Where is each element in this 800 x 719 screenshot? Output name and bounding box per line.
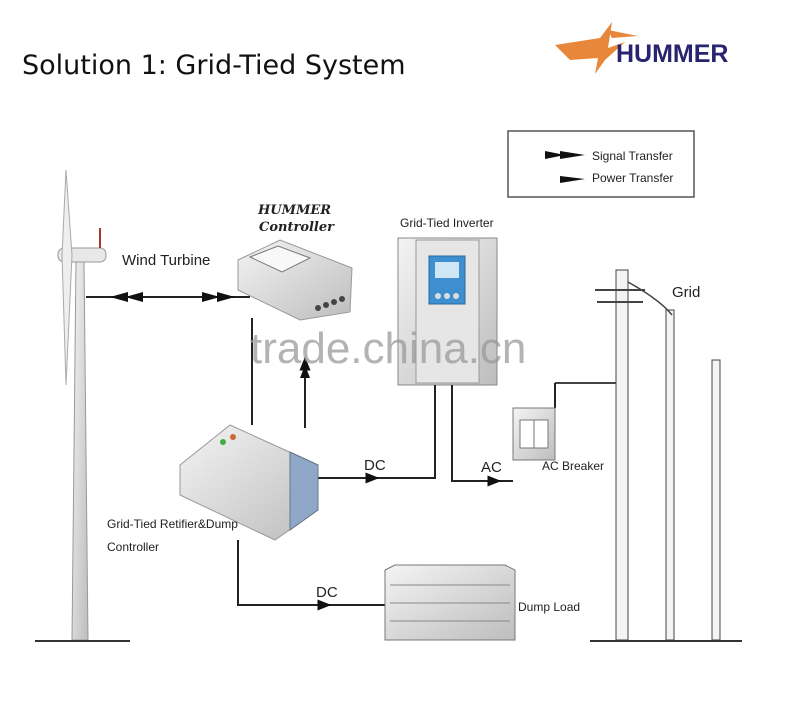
ac-breaker-label: AC Breaker [542, 459, 604, 473]
signal-arrow-icon [545, 151, 585, 159]
legend-power-label: Power Transfer [592, 171, 673, 185]
controller-label-brand: HUMMER [257, 203, 331, 218]
rectifier-dump-controller-device [179, 424, 319, 541]
grid-poles-icon [555, 269, 721, 641]
page-title: Solution 1: Grid-Tied System [22, 50, 406, 81]
legend-signal-label: Signal Transfer [592, 149, 673, 163]
hummingbird-icon [555, 22, 638, 74]
legend: Signal Transfer Power Transfer [507, 130, 695, 198]
dc-label-dump: DC [316, 584, 338, 601]
inverter-label: Grid-Tied Inverter [400, 216, 494, 230]
logo-text: HUMMER [616, 40, 729, 68]
wind-turbine-icon [57, 169, 107, 641]
rectifier-label-line2: Controller [107, 540, 159, 554]
hummer-controller-device [237, 239, 353, 321]
dc-label-inverter: DC [364, 457, 386, 474]
rectifier-label: Grid-Tied Retifier&Dump [107, 517, 238, 531]
grid-tied-inverter-device [397, 237, 498, 386]
dump-load-label: Dump Load [518, 600, 580, 614]
wind-turbine-label: Wind Turbine [122, 252, 210, 269]
ac-breaker-device [512, 407, 556, 461]
grid-label: Grid [672, 284, 700, 301]
signal-line-turbine-controller [86, 292, 250, 302]
ac-label: AC [481, 459, 502, 476]
hummer-logo: HUMMER [555, 22, 729, 74]
power-arrow-icon [560, 176, 585, 183]
dump-load-device [384, 564, 516, 641]
watermark: trade.china.cn [250, 324, 526, 373]
controller-label: Controller [259, 220, 335, 235]
connection-lines [237, 318, 556, 611]
